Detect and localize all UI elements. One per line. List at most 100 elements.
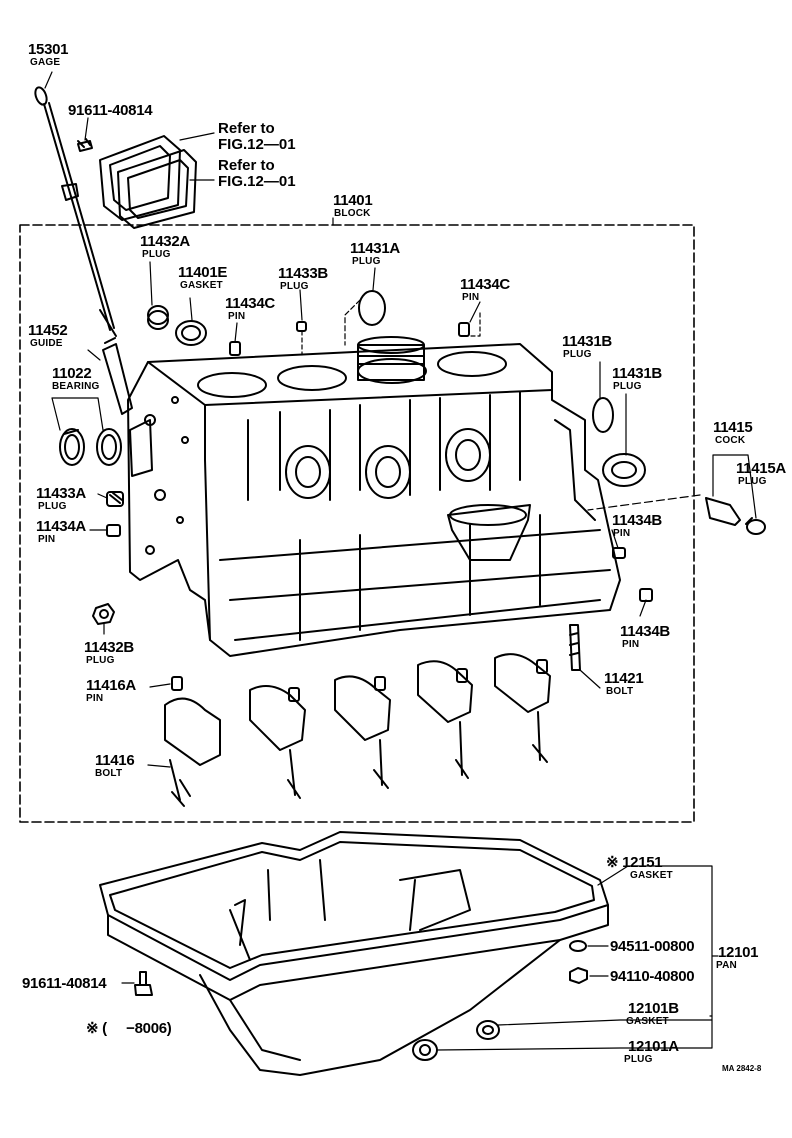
piston-shape <box>357 336 425 381</box>
cock-shape <box>587 494 741 526</box>
label-bearing-name: BEARING <box>52 381 100 392</box>
engine-block-body <box>127 343 621 657</box>
guide-shape <box>102 337 133 415</box>
pin-11434a-shape <box>106 524 121 537</box>
label-pin-11434b-a-name: PIN <box>613 528 631 539</box>
label-cock-name: COCK <box>715 435 746 446</box>
label-plug-11433a-name: PLUG <box>38 501 67 512</box>
label-cock-num: 11415 <box>713 419 753 436</box>
plug-11431a-shape <box>358 290 386 326</box>
label-ref1-line2: FIG.12—01 <box>218 136 296 153</box>
plug-11432b-shape <box>92 603 115 625</box>
bearing-cap-2 <box>249 685 306 799</box>
label-bolt-11421-num: 11421 <box>604 670 644 687</box>
plug-11433a-shape <box>106 491 124 507</box>
label-plug-11432a-num: 11432A <box>140 233 190 250</box>
label-pin-11434a-num: 11434A <box>36 518 86 535</box>
part-94110-shape <box>569 967 588 984</box>
label-plug-11415a-name: PLUG <box>738 476 767 487</box>
label-ref2-line1: Refer to <box>218 157 275 174</box>
label-plug-11432b-name: PLUG <box>86 655 115 666</box>
bolt-bottom-shape <box>134 971 153 996</box>
plug-11432a-shape <box>147 305 169 330</box>
part-94511-shape <box>569 940 587 952</box>
label-gage-name: GAGE <box>30 57 61 68</box>
bearing-cap-4 <box>417 660 473 779</box>
label-bolt-top-num: 91611-40814 <box>68 102 153 119</box>
cover-gaskets <box>99 135 197 229</box>
label-block-name: BLOCK <box>334 208 371 219</box>
label-bearing-num: 11022 <box>52 365 92 382</box>
label-part-94110: 94110-40800 <box>610 968 695 985</box>
label-pin-11434c-a-num: 11434C <box>225 295 275 312</box>
label-plug-11431a-num: 11431A <box>350 240 400 257</box>
bearing-shapes <box>59 428 122 466</box>
label-plug-11431b-a-num: 11431B <box>562 333 612 350</box>
gasket-11401e-shape <box>175 320 207 346</box>
plug-11431b-a-shape <box>592 397 614 433</box>
label-pin-11434c-b-name: PIN <box>462 292 480 303</box>
bolt-11421-shape <box>569 624 581 671</box>
label-bolt-11421-name: BOLT <box>606 686 634 697</box>
label-gasket-11401e-name: GASKET <box>180 280 223 291</box>
label-gasket-11401e-num: 11401E <box>178 264 228 281</box>
label-pan-num: 12101 <box>718 944 759 961</box>
label-bolt-bottom-num: 91611-40814 <box>22 975 107 992</box>
pin-11434c-b-shape <box>458 322 470 337</box>
label-plug-11432a-name: PLUG <box>142 249 171 260</box>
label-plug-11431b-b-num: 11431B <box>612 365 662 382</box>
plug-11415a-shape <box>745 517 766 535</box>
label-bolt-11416-num: 11416 <box>95 752 135 769</box>
gasket-12101b-shape <box>476 1020 500 1040</box>
leader-lines <box>44 71 719 1051</box>
bearing-cap-5 <box>494 653 551 763</box>
oil-pan-shape <box>99 831 609 1076</box>
figure-code: MA 2842-8 <box>722 1064 762 1073</box>
label-plug-11431a-name: PLUG <box>352 256 381 267</box>
bearing-cap-1 <box>164 676 221 807</box>
label-ref2-line2: FIG.12—01 <box>218 173 296 190</box>
label-plug-11433b-name: PLUG <box>280 281 309 292</box>
label-bolt-11416-name: BOLT <box>95 768 123 779</box>
label-pin-11434a-name: PIN <box>38 534 56 545</box>
label-plug-11431b-b-name: PLUG <box>613 381 642 392</box>
label-pin-11434b-b-name: PIN <box>622 639 640 650</box>
label-gage-num: 15301 <box>28 41 69 58</box>
pin-11434b-a-shape <box>612 547 626 559</box>
pin-11434c-a-shape <box>229 341 241 356</box>
label-pin-11434b-b-num: 11434B <box>620 623 670 640</box>
pin-11434b-b-shape <box>639 588 653 602</box>
label-pin-11416a-num: 11416A <box>86 677 136 694</box>
label-plug-11433b-num: 11433B <box>278 265 328 282</box>
block-boundary-dashed <box>19 224 695 823</box>
footnote-applicability: ※ ( −8006) <box>86 1020 172 1037</box>
label-guide-name: GUIDE <box>30 338 63 349</box>
label-gasket-12101b-name: GASKET <box>626 1016 669 1027</box>
label-pin-11416a-name: PIN <box>86 693 104 704</box>
label-part-94511: 94511-00800 <box>610 938 695 955</box>
label-plug-12101a-num: 12101A <box>628 1038 679 1055</box>
label-guide-num: 11452 <box>28 322 68 339</box>
label-pin-11434c-b-num: 11434C <box>460 276 510 293</box>
bolt-top-shape <box>77 138 93 152</box>
label-block-num: 11401 <box>333 192 373 209</box>
dipstick-gage <box>34 86 117 337</box>
plug-11431b-b-shape <box>602 453 646 487</box>
label-ref1-line1: Refer to <box>218 120 275 137</box>
label-pin-11434c-a-name: PIN <box>228 311 246 322</box>
label-plug-11432b-num: 11432B <box>84 639 134 656</box>
label-pan-name: PAN <box>716 960 737 971</box>
plug-12101a-shape <box>412 1039 438 1061</box>
plug-11433b-shape <box>296 321 307 332</box>
label-gasket-12151-name: GASKET <box>630 870 673 881</box>
label-plug-11415a-num: 11415A <box>736 460 786 477</box>
label-plug-12101a-name: PLUG <box>624 1054 653 1065</box>
label-plug-11433a-num: 11433A <box>36 485 86 502</box>
label-plug-11431b-a-name: PLUG <box>563 349 592 360</box>
label-gasket-12151-num: ※ 12151 <box>606 854 663 871</box>
bearing-cap-3 <box>334 675 391 789</box>
label-gasket-12101b-num: 12101B <box>628 1000 679 1017</box>
label-pin-11434b-a-num: 11434B <box>612 512 662 529</box>
